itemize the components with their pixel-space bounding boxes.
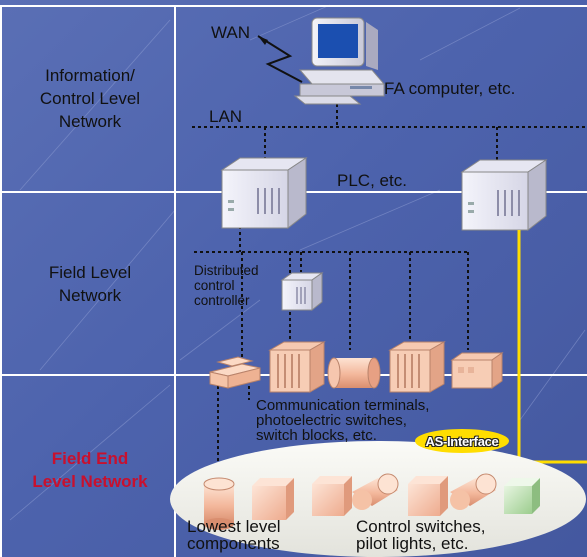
communication-terminals-label: Communication terminals, photoelectric s… xyxy=(256,397,430,444)
field-level-label: Field Level Network xyxy=(48,263,132,305)
photoelectric-switch-icon xyxy=(327,357,381,389)
control-switch-icon xyxy=(312,476,352,516)
lan-label: LAN xyxy=(209,107,243,126)
lowest-level-cylinder-icon xyxy=(203,477,235,530)
as-interface-badge: AS-Interface xyxy=(415,429,509,453)
control-switch-green-icon xyxy=(504,478,540,514)
plc-label: PLC, etc. xyxy=(337,171,407,190)
switch-block-icon xyxy=(268,341,326,393)
distributed-controller-label: Distributed control controller xyxy=(194,263,259,308)
lowest-level-cube-icon xyxy=(252,478,294,520)
distributed-controller-icon xyxy=(280,272,324,312)
pilot-light-icon xyxy=(450,473,497,510)
control-switch-icon xyxy=(408,476,448,516)
switch-block-icon xyxy=(388,341,446,393)
field-bus xyxy=(194,226,469,470)
background-streaks xyxy=(9,4,586,521)
fa-computer-icon xyxy=(293,17,386,105)
plc-tower-icon xyxy=(460,159,548,232)
communication-terminal-icon xyxy=(209,356,261,389)
lowest-level-label: Lowest level components xyxy=(187,517,281,553)
control-switches-label: Control switches, pilot lights, etc. xyxy=(356,517,486,553)
wan-label: WAN xyxy=(211,23,251,42)
plc-tower-icon xyxy=(220,157,308,230)
wan-arrowhead xyxy=(258,36,268,45)
lan-bus xyxy=(192,104,587,160)
fa-computer-label: FA computer, etc. xyxy=(384,79,516,98)
wan-lightning-icon xyxy=(257,35,303,83)
communication-terminal-icon xyxy=(450,352,504,389)
pilot-light-icon xyxy=(352,473,399,510)
as-interface-label: AS-Interface xyxy=(425,433,499,449)
field-end-level-label: Field End Level Network xyxy=(32,449,148,491)
info-level-label: Information/ Control Level Network xyxy=(39,66,141,131)
